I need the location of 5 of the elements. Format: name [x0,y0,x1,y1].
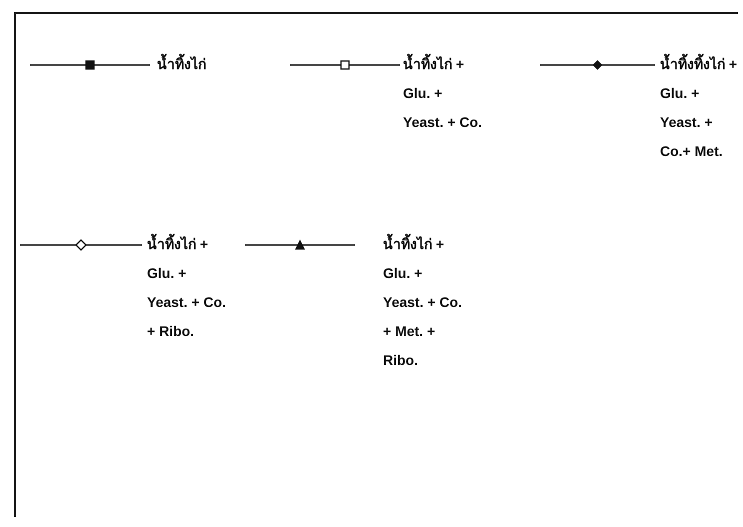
legend-label: น้ำทิ้งไก่ + Glu. + Yeast. + Co. + Ribo. [147,230,229,346]
legend-label: น้ำทิ้งไก่ + Glu. + Yeast. + Co. [403,50,485,137]
legend-label: น้ำทิ้งทิ้งไก่ + Glu. + Yeast. + Co.+ Met. [660,50,742,166]
legend-label: น้ำทิ้งไก่ [157,50,239,79]
legend-label: น้ำทิ้งไก่ + Glu. + Yeast. + Co. + Met. + Ribo. [383,230,465,375]
